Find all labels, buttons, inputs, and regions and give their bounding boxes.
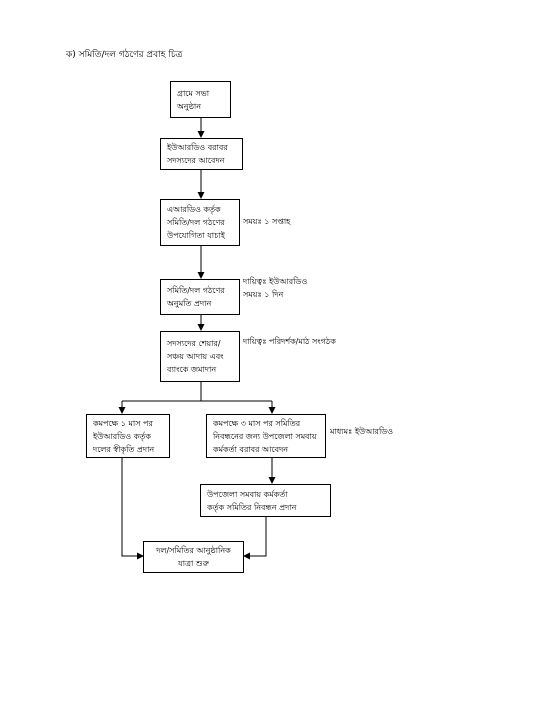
box-member-application: ইউআরডিও বরাবর সদস্যদের আবেদন	[160, 138, 243, 170]
box-label: কমপক্ষে ১ মাস পর ইউআরডিও কর্তৃক দলের স্ব…	[93, 418, 155, 454]
box-village-meeting: গ্রামে সভা অনুষ্ঠান	[170, 81, 231, 118]
box-label: ইউআরডিও বরাবর সদস্যদের আবেদন	[167, 143, 228, 165]
box-label: সমিতি/দল গঠণের অনুমতি প্রদান	[167, 286, 225, 308]
box-registration-application: কমপক্ষে ৩ মাস পর সমিতির নিবন্ধনের জন্য উ…	[206, 414, 326, 458]
note-responsibility-urdo: দায়িত্বঃ ইউআরডিও সময়ঃ ১ দিন	[243, 277, 308, 299]
note-medium-urdo: মাধ্যমঃ ইউআরডিও	[330, 427, 394, 436]
arrow-b8-b9	[243, 517, 267, 560]
box-label: উপজেলা সমবায় কর্মকর্তা কর্তৃক সমিতির নি…	[207, 489, 297, 512]
arrow-b6-b9	[121, 458, 144, 560]
note-responsibility-inspector: দায়িত্বঃ পরিদর্শক/মাঠ সংগঠক	[243, 337, 336, 346]
box-share-collection: সদস্যদের শেয়ার/ সঞ্চয় আদায় এবং ব্যাংক…	[160, 331, 240, 382]
page-title: ক) সমিতি/দল গঠণের প্রবাহ চিত্র	[66, 50, 183, 60]
box-label: দল/সমিতির আনুষ্ঠানিক যাত্রা শুরু	[156, 546, 231, 568]
box-group-recognition: কমপক্ষে ১ মাস পর ইউআরডিও কর্তৃক দলের স্ব…	[86, 414, 170, 458]
box-label: গ্রামে সভা অনুষ্ঠান	[177, 88, 210, 111]
note-time-one-week: সময়ঃ ১ সপ্তাহ	[243, 217, 291, 226]
box-label: কমপক্ষে ৩ মাস পর সমিতির নিবন্ধনের জন্য উ…	[213, 418, 317, 454]
box-label: সদস্যদের শেয়ার/ সঞ্চয় আদায় এবং ব্যাংক…	[167, 339, 224, 374]
box-suitability-check: এআরডিও কর্তৃক সমিতি/দল গঠণের উপযোগিতা যা…	[160, 199, 240, 246]
box-official-start: দল/সমিতির আনুষ্ঠানিক যাত্রা শুরু	[143, 541, 244, 573]
box-label: এআরডিও কর্তৃক সমিতি/দল গঠণের উপযোগিতা যা…	[167, 205, 225, 240]
box-registration-granted: উপজেলা সমবায় কর্মকর্তা কর্তৃক সমিতির নি…	[200, 484, 331, 517]
box-formation-permission: সমিতি/দল গঠণের অনুমতি প্রদান	[160, 279, 240, 315]
